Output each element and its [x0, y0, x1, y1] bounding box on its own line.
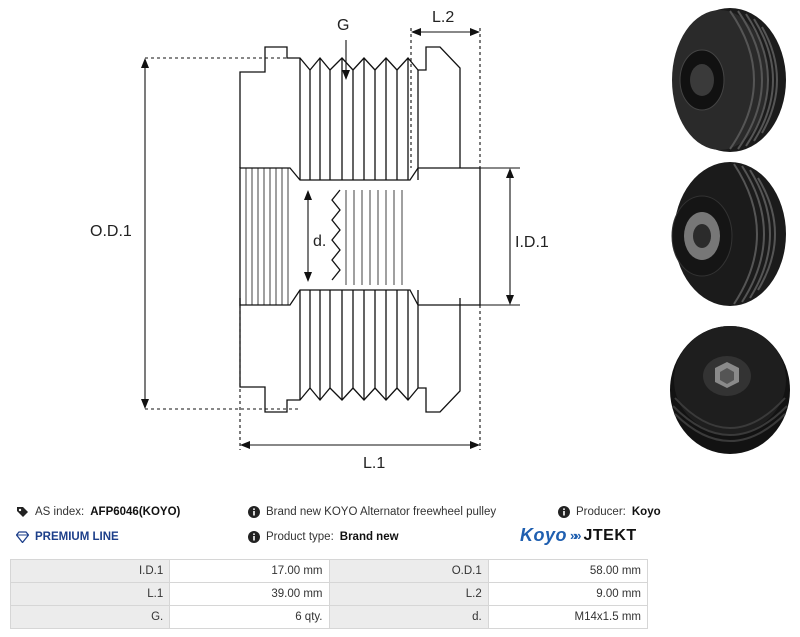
koyo-jtekt-logo: Koyo »» JTEKT	[520, 525, 637, 546]
label-od1: O.D.1	[90, 223, 132, 240]
spec-label: d.	[328, 605, 489, 629]
pulley-photo-front	[670, 326, 790, 454]
description-text: Brand new KOYO Alternator freewheel pull…	[266, 506, 497, 518]
label-d: d.	[313, 233, 326, 250]
spec-label: O.D.1	[328, 559, 489, 583]
logo-brand: Koyo	[520, 525, 567, 545]
thread-lines	[345, 190, 403, 285]
pulley-outline-top	[239, 46, 461, 168]
producer-label: Producer:	[576, 506, 626, 518]
logo-chevrons: »»	[570, 528, 582, 543]
pulley-outline-bottom	[239, 298, 461, 413]
spec-value: 17.00 mm	[169, 559, 330, 583]
producer-value: Koyo	[631, 506, 661, 518]
label-l1: L.1	[363, 455, 385, 472]
product-type-label: Product type:	[266, 531, 334, 543]
product-type-value: Brand new	[339, 531, 399, 543]
spec-value: 58.00 mm	[487, 559, 649, 583]
spec-value: 39.00 mm	[169, 582, 330, 606]
spec-value: 9.00 mm	[487, 582, 649, 606]
premium-line-badge: PREMIUM LINE	[16, 531, 119, 543]
pulley-photo-angled	[671, 162, 786, 306]
label-g: G	[337, 17, 349, 34]
producer: Producer: Koyo	[558, 506, 661, 518]
table-row: I.D.1 17.00 mm O.D.1 58.00 mm	[9, 559, 649, 583]
logo-group: JTEKT	[583, 526, 637, 544]
table-row: G. 6 qty. d. M14x1.5 mm	[9, 605, 649, 629]
info-icon	[558, 506, 570, 518]
table-row: L.1 39.00 mm L.2 9.00 mm	[9, 582, 649, 606]
info-icon	[248, 531, 260, 543]
premium-line-text: PREMIUM LINE	[35, 531, 119, 543]
pulley-photo-side	[672, 8, 786, 152]
spec-value: 6 qty.	[169, 605, 330, 629]
spec-label: G.	[9, 605, 171, 629]
spec-label: L.2	[328, 582, 489, 606]
thread-profile	[331, 189, 341, 281]
spec-label: L.1	[9, 582, 171, 606]
spec-value: M14x1.5 mm	[487, 605, 649, 629]
spec-label: I.D.1	[9, 559, 171, 583]
spline-area	[245, 168, 289, 305]
dimension-arrows	[141, 28, 514, 449]
tag-icon	[17, 507, 28, 517]
as-index-value: AFP6046(KOYO)	[90, 506, 181, 518]
as-index: AS index: AFP6046(KOYO)	[16, 506, 180, 518]
label-id1: I.D.1	[515, 234, 549, 251]
specs-table: I.D.1 17.00 mm O.D.1 58.00 mm L.1 39.00 …	[9, 559, 649, 629]
product-type: Product type: Brand new	[248, 531, 399, 543]
technical-drawing: G L.2 O.D.1 d. I.D.1 L.1	[90, 9, 549, 472]
info-icon	[248, 506, 260, 518]
diamond-icon	[16, 531, 29, 543]
groove-lines	[299, 58, 419, 400]
label-l2: L.2	[432, 9, 454, 26]
description: Brand new KOYO Alternator freewheel pull…	[248, 506, 496, 518]
as-index-label: AS index:	[35, 506, 85, 518]
